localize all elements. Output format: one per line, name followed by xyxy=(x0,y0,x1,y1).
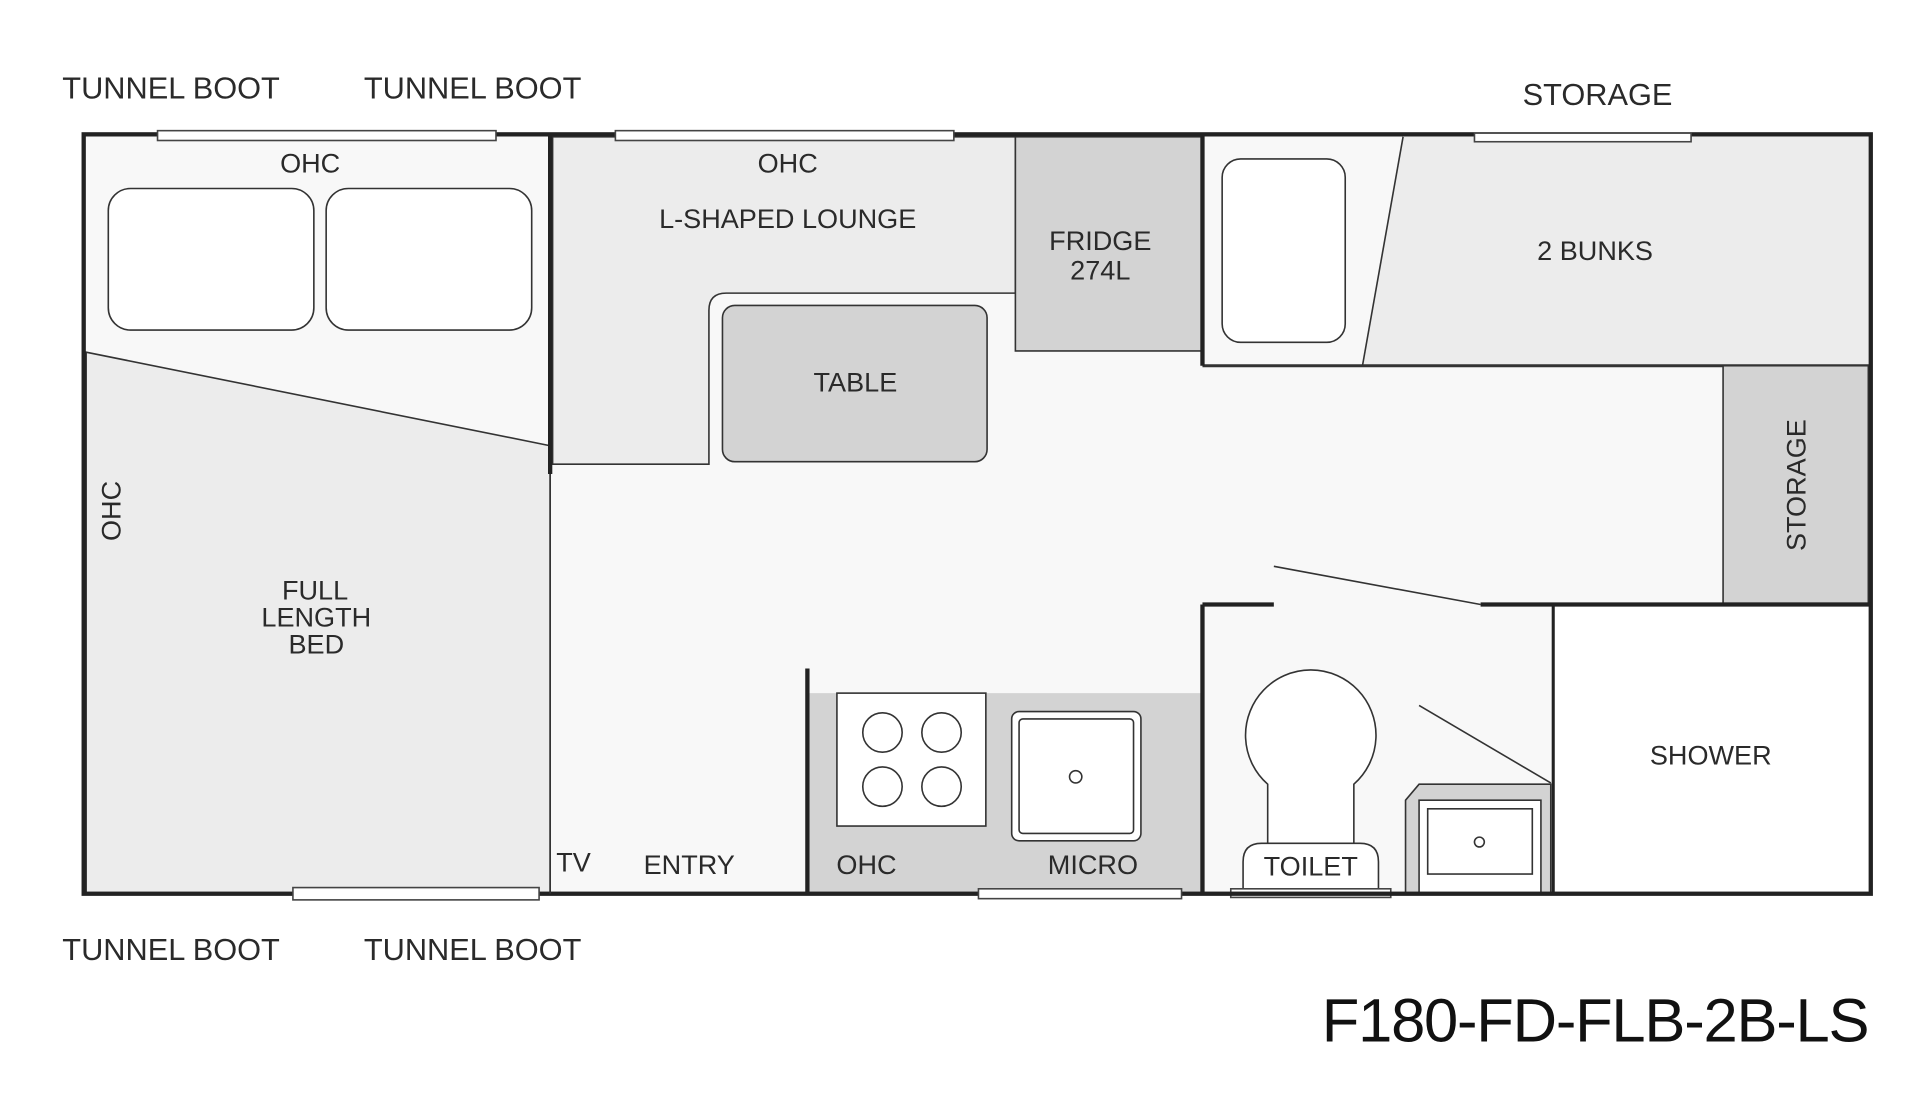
table xyxy=(721,304,988,463)
tunnel-boot-label: TUNNEL BOOT xyxy=(62,932,280,967)
bunks-label: 2 BUNKS xyxy=(1537,235,1653,266)
kitchen: OHC MICRO xyxy=(807,692,1203,894)
toilet xyxy=(1244,669,1377,847)
bedroom-ohc-label: OHC xyxy=(280,147,340,178)
burner xyxy=(861,712,903,753)
burner xyxy=(861,766,903,808)
tank xyxy=(1221,158,1347,344)
pillow-right xyxy=(325,187,533,331)
model-title: F180-FD-FLB-2B-LS xyxy=(1322,986,1869,1055)
storage-label: STORAGE xyxy=(1781,419,1812,551)
tv-label: TV xyxy=(556,847,591,878)
window xyxy=(977,888,1183,900)
burner xyxy=(921,766,963,808)
cooktop xyxy=(836,692,987,827)
shower xyxy=(1553,604,1870,894)
bathroom: TOILET SHOWER xyxy=(1229,565,1870,899)
tunnel-boot-label: TUNNEL BOOT xyxy=(364,932,582,967)
lounge-label: L-SHAPED LOUNGE xyxy=(659,203,916,234)
drain xyxy=(1068,769,1083,784)
storage-exterior-label: STORAGE xyxy=(1523,77,1673,112)
fridge: FRIDGE 274L xyxy=(1014,136,1204,352)
bed-label-3: BED xyxy=(288,629,344,660)
burner xyxy=(921,712,963,753)
micro-label: MICRO xyxy=(1048,849,1138,880)
bunks: 2 BUNKS xyxy=(1202,136,1871,368)
fridge-label: FRIDGE xyxy=(1049,225,1151,256)
lounge: OHC L-SHAPED LOUNGE TABLE xyxy=(551,136,1017,465)
bed-label-2: LENGTH xyxy=(261,602,371,633)
shower-label: SHOWER xyxy=(1650,740,1772,771)
table-label: TABLE xyxy=(814,367,898,398)
l-shaped-lounge xyxy=(551,136,1017,465)
toilet-label: TOILET xyxy=(1264,850,1358,881)
window xyxy=(292,886,540,901)
kitchen-ohc-label: OHC xyxy=(836,849,896,880)
window xyxy=(156,129,497,142)
entry-label: ENTRY xyxy=(644,849,735,880)
bedroom-side-ohc-label: OHC xyxy=(96,481,127,541)
bed-label-1: FULL xyxy=(282,575,348,606)
storage-cabinet: STORAGE xyxy=(1722,364,1870,605)
tunnel-boot-label: TUNNEL BOOT xyxy=(364,71,582,106)
tunnel-boot-label: TUNNEL BOOT xyxy=(62,71,280,106)
walls xyxy=(81,132,1873,896)
pillow-left xyxy=(107,187,315,331)
window xyxy=(614,129,955,142)
fridge-capacity: 274L xyxy=(1070,255,1130,286)
lounge-ohc-label: OHC xyxy=(758,147,818,178)
window xyxy=(1473,132,1692,143)
